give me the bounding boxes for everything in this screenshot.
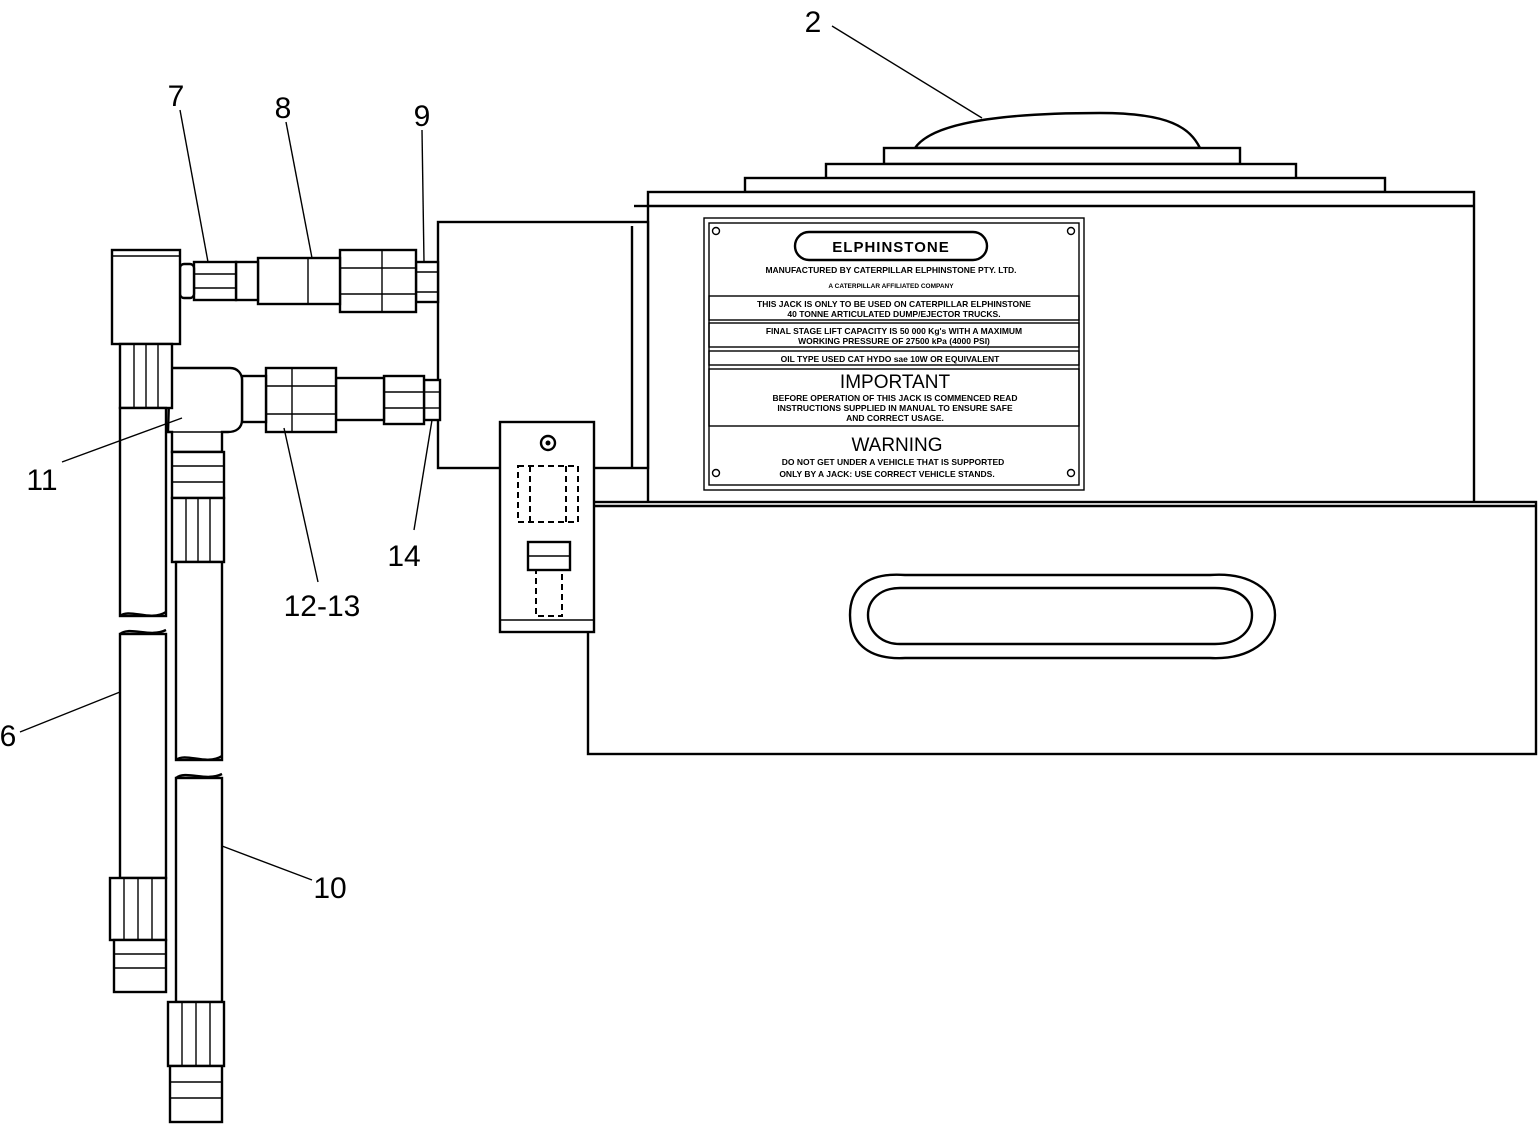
- hose-10-upper-section: [174, 560, 224, 762]
- callout-9: 9: [414, 100, 431, 133]
- leader-7: [179, 109, 209, 263]
- callout-10: 10: [313, 872, 346, 905]
- leader-8: [285, 121, 313, 259]
- callout-2: 2: [805, 6, 822, 39]
- nipple-hex: [234, 260, 260, 302]
- quick-coupler-8: [256, 256, 342, 306]
- data-plate-outer: [703, 217, 1085, 491]
- release-valve-plate: [498, 420, 596, 634]
- data-plate: ELPHINSTONE MANUFACTURED BY CATERPILLAR …: [703, 217, 1085, 491]
- callout-14: 14: [387, 540, 420, 573]
- jack-saddle-cap: [912, 111, 1202, 150]
- plate-warning-1: DO NOT GET UNDER A VEHICLE THAT IS SUPPO…: [782, 457, 1005, 467]
- callout-6: 6: [0, 720, 16, 753]
- swivel-nut-large: [338, 248, 418, 314]
- elbow-11: [166, 366, 244, 454]
- leader-2: [831, 25, 983, 119]
- leader-11: [61, 417, 183, 463]
- callout-labels: 2 7 8 9 11 6 10 12-13 14: [0, 6, 821, 905]
- brand-logo-frame: [793, 230, 989, 262]
- jack-base-beam: [586, 500, 1538, 756]
- leader-9: [421, 129, 425, 263]
- nipple-7: [192, 260, 238, 302]
- hose-6-upper-section: [118, 406, 168, 618]
- hose-6: [108, 342, 174, 994]
- hose-10-swivel: [170, 450, 226, 500]
- port-adapter-9: [414, 260, 440, 304]
- callout-7: 7: [168, 80, 185, 113]
- hose-10-lower-section: [174, 776, 224, 1004]
- coupler-12-13: [334, 376, 386, 422]
- plate-oil-type: OIL TYPE USED CAT HYDO sae 10W OR EQUIVA…: [781, 354, 1000, 364]
- brand-logo: ELPHINSTONE: [832, 239, 949, 256]
- leader-10: [221, 845, 313, 881]
- hose-6-end-fitting: [112, 938, 168, 994]
- port-adapter-14: [422, 378, 442, 422]
- leader-lines: [19, 25, 983, 881]
- plate-important-1: BEFORE OPERATION OF THIS JACK IS COMMENC…: [773, 393, 1018, 403]
- plate-capacity-1: FINAL STAGE LIFT CAPACITY IS 50 000 Kg's…: [766, 326, 1022, 336]
- coupler-nut: [264, 366, 338, 434]
- jack-main-housing: [646, 190, 1476, 506]
- lower-fitting-train: [166, 366, 442, 454]
- release-valve-bolt: [539, 434, 557, 452]
- callout-8: 8: [275, 92, 292, 125]
- plate-usage-1: THIS JACK IS ONLY TO BE USED ON CATERPIL…: [757, 299, 1031, 309]
- callout-11: 11: [26, 464, 57, 497]
- handle-slot-inner: [866, 586, 1254, 646]
- plate-important-2: INSTRUCTIONS SUPPLIED IN MANUAL TO ENSUR…: [777, 403, 1013, 413]
- hose-10-end-fitting: [168, 1064, 224, 1124]
- nipple-neck: [178, 262, 196, 300]
- upper-fitting-train: [110, 248, 440, 346]
- plate-important-3: AND CORRECT USAGE.: [846, 413, 944, 423]
- check-valve-body: [382, 374, 426, 426]
- plate-warning-2: ONLY BY A JACK: USE CORRECT VEHICLE STAN…: [779, 469, 994, 479]
- jack-upper-step: [743, 176, 1387, 194]
- handle-slot-outer: [848, 573, 1277, 660]
- plate-capacity-2: WORKING PRESSURE OF 27500 kPa (4000 PSI): [798, 336, 990, 346]
- upper-elbow: [110, 248, 182, 346]
- plate-warning-heading: WARNING: [851, 435, 942, 456]
- plate-manufacturer: MANUFACTURED BY CATERPILLAR ELPHINSTONE …: [765, 265, 1016, 275]
- hose-6-lower-section: [118, 632, 168, 880]
- plate-usage-2: 40 TONNE ARTICULATED DUMP/EJECTOR TRUCKS…: [787, 309, 1000, 319]
- jack-ram-collar: [882, 146, 1242, 166]
- leader-14: [413, 419, 433, 531]
- lower-adapter-hex: [240, 374, 268, 424]
- plate-important-heading: IMPORTANT: [840, 372, 951, 393]
- callout-12-13: 12-13: [284, 590, 361, 623]
- hose-10: [166, 450, 226, 1124]
- leader-12-13: [283, 427, 319, 583]
- leader-6: [19, 691, 121, 733]
- plate-affiliate: A CATERPILLAR AFFILIATED COMPANY: [828, 283, 954, 290]
- jack-body: [436, 111, 1538, 756]
